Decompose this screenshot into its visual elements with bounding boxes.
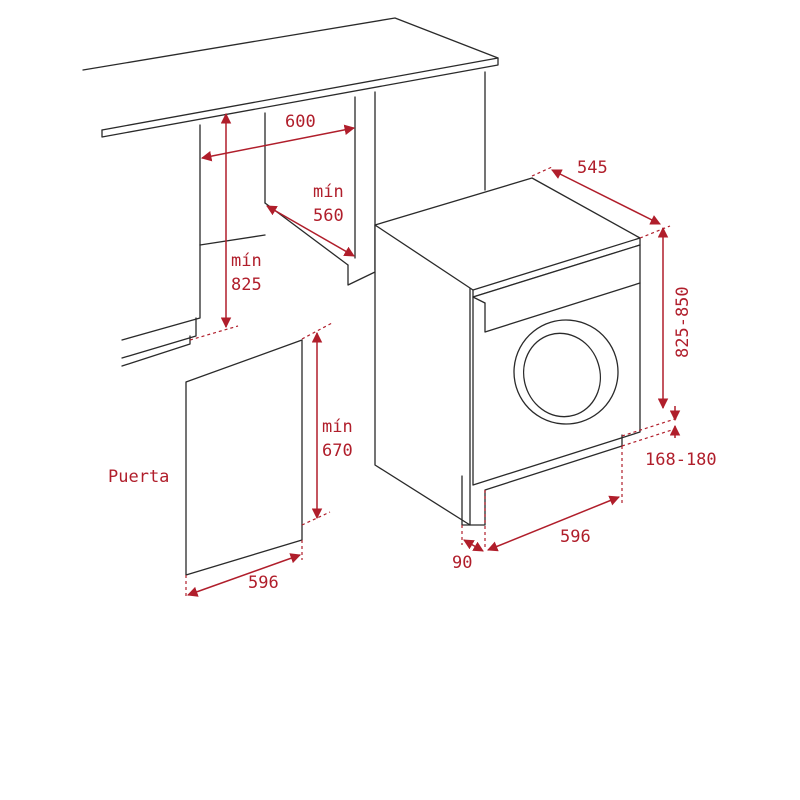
dim-door-width: 596 [185, 540, 303, 598]
label-596-appliance: 596 [560, 527, 591, 547]
dim-plinth-offset: 90 [452, 525, 484, 573]
dim-cavity-width: 600 [200, 112, 356, 162]
label-min-670-a: mín [322, 417, 353, 437]
countertop [82, 17, 499, 138]
dim-cavity-height: mín 825 [189, 112, 262, 341]
dim-door-height: mín 670 [301, 322, 353, 526]
label-545: 545 [577, 158, 608, 178]
dim-appliance-depth: 545 [531, 158, 661, 225]
dim-cavity-depth: mín 560 [266, 182, 355, 257]
dim-appliance-height: 825-850 [639, 225, 693, 410]
label-min-670-b: 670 [322, 441, 353, 461]
washing-machine [374, 177, 641, 526]
label-90: 90 [452, 553, 472, 573]
dim-plinth-height: 168-180 [621, 406, 717, 470]
label-min-825-a: mín [231, 251, 262, 271]
label-600: 600 [285, 112, 316, 132]
door-panel [185, 339, 303, 576]
cabinet-niche [121, 71, 486, 367]
dim-appliance-width: 596 [484, 446, 623, 552]
label-min-560-a: mín [313, 182, 344, 202]
label-puerta: Puerta [108, 467, 169, 487]
label-596-door: 596 [248, 573, 279, 593]
label-168-180: 168-180 [645, 450, 717, 470]
label-825-850: 825-850 [673, 286, 693, 358]
label-min-825-b: 825 [231, 275, 262, 295]
label-min-560-b: 560 [313, 206, 344, 226]
